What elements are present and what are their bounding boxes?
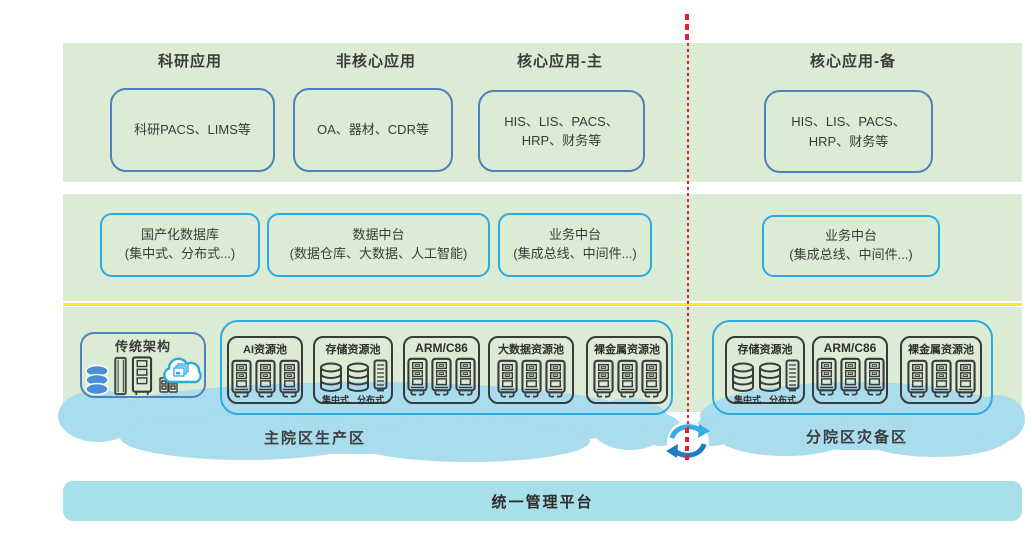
pool-bigdata: 大数据资源池 [488,336,574,404]
data-middle-platform-title: 数据中台 [352,227,405,243]
domestic-database-box: 国产化数据库 (集中式、分布式...) [100,213,260,277]
red-divider-line [687,43,689,428]
production-resource-container [220,320,673,415]
section-title-core-main: 核心应用-主 [517,53,603,70]
pool-baremetal-dr: 裸金属资源池 [900,336,982,404]
section-title-core-backup: 核心应用-备 [810,53,896,70]
data-middle-platform-subtitle: (数据仓库、大数据、人工智能) [289,246,468,261]
red-divider-top-segment [685,14,689,43]
core-main-apps-box: HIS、LIS、PACS、HRP、财务等 [478,90,645,172]
section-title-research: 科研应用 [157,53,223,70]
storage-icons [319,359,388,393]
domestic-database-title: 国产化数据库 [140,227,219,243]
pool-storage-dr: 存储资源池 集中式 分布式 [725,336,805,405]
unified-management-label: 统一管理平台 [491,493,594,511]
domestic-database-subtitle: (集中式、分布式...) [124,246,236,261]
dr-zone-label: 分院区灾备区 [805,429,909,446]
server-rack-icons [592,359,662,398]
storage-centralized-label: 集中式 [321,395,349,405]
pool-arm-c86-dr: ARM/C86 [812,336,888,404]
section-title-noncore: 非核心应用 [335,53,417,70]
noncore-apps-box: OA、器材、CDR等 [293,88,453,172]
dr-resource-container [712,320,993,415]
unified-management-bar: 统一管理平台 [63,481,1022,521]
server-rack-icons [815,357,885,396]
sync-replication-icon [664,418,712,469]
storage-icons [731,359,800,393]
pool-arm-dr-label: ARM/C86 [823,341,877,355]
pool-baremetal-production: 裸金属资源池 [586,336,668,404]
business-middle-platform-box-backup: 业务中台 (集成总线、中间件...) [762,215,940,277]
pool-bigdata-label: 大数据资源池 [498,344,564,356]
pool-baremetal-dr-label: 裸金属资源池 [908,344,974,356]
legacy-architecture-icons [84,356,202,396]
storage-centralized-label-dr: 集中式 [733,395,761,405]
core-backup-apps-box: HIS、LIS、PACS、HRP、财务等 [764,90,933,173]
pool-storage-dr-label: 存储资源池 [737,344,793,356]
application-layer-band [63,43,1022,182]
business-middle-platform-subtitle-main: (集成总线、中间件...) [513,246,637,261]
research-apps-box: 科研PACS、LIMS等 [110,88,275,172]
business-middle-platform-subtitle-backup: (集成总线、中间件...) [789,247,913,262]
legacy-architecture-box: 传统架构 [80,332,206,398]
pool-baremetal-label: 裸金属资源池 [594,344,660,356]
red-divider-bottom-segment [685,428,689,460]
storage-distributed-label-dr: 分布式 [769,395,797,405]
platform-layer-band [63,194,1022,301]
yellow-divider-line [63,303,1022,306]
storage-distributed-label: 分布式 [357,395,385,405]
pool-arm-c86-production: ARM/C86 [403,336,480,404]
pool-storage-production: 存储资源池 集中式 分布式 [313,336,393,405]
business-middle-platform-title-backup: 业务中台 [824,228,877,244]
server-rack-icons [407,357,476,396]
pool-storage-label: 存储资源池 [325,344,381,356]
pool-ai: AI资源池 [227,336,303,404]
server-rack-icons [496,359,566,398]
data-middle-platform-box: 数据中台 (数据仓库、大数据、人工智能) [267,213,490,277]
production-cloud-lobe-bottom1 [120,415,370,460]
pool-arm-label: ARM/C86 [415,341,468,355]
pool-ai-label: AI资源池 [243,344,287,356]
server-rack-icons [906,359,976,398]
legacy-architecture-title: 传统架构 [114,339,171,354]
production-zone-label: 主院区生产区 [263,430,367,447]
server-rack-icons [230,359,300,398]
business-middle-platform-title-main: 业务中台 [548,227,601,243]
business-middle-platform-box-main: 业务中台 (集成总线、中间件...) [498,213,652,277]
dr-cloud-lobe-bottom1 [715,412,855,456]
production-cloud-lobe-bottom2 [350,420,590,462]
